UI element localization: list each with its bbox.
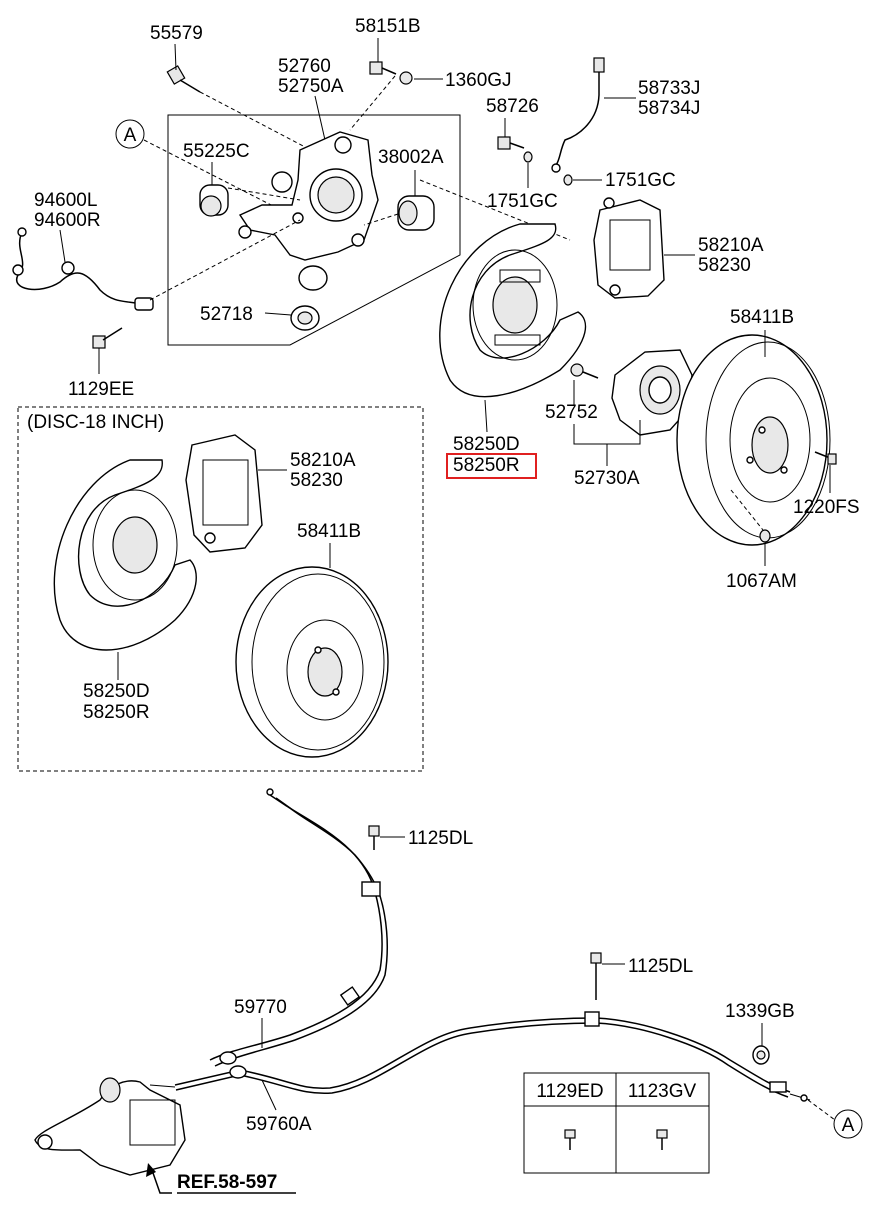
label-55579: 55579: [150, 23, 203, 44]
label-52760: 52760: [278, 56, 331, 77]
knuckle-part[interactable]: [238, 131, 379, 261]
label-38002a: 38002A: [378, 147, 444, 168]
label-1220fs: 1220FS: [793, 497, 860, 518]
bolt-58151b[interactable]: [369, 61, 397, 75]
label-1360gj: 1360GJ: [445, 70, 512, 91]
bolt-1125dl-lower[interactable]: [590, 952, 602, 1000]
bolt-1123gv-icon: [656, 1129, 668, 1150]
callout-a-bottom-label: A: [842, 1115, 855, 1136]
label-58411b-top: 58411B: [730, 307, 794, 328]
rotor-58411b-disc18[interactable]: [235, 566, 389, 758]
rotor-58411b-top[interactable]: [676, 334, 831, 546]
hub-52730a[interactable]: [611, 349, 693, 436]
parking-cable-59770[interactable]: [209, 788, 389, 1067]
parking-lever-assembly[interactable]: [34, 1077, 186, 1176]
backing-plate-58250[interactable]: [439, 223, 587, 398]
label-1751gc-right: 1751GC: [605, 170, 676, 191]
ref-arrow: [146, 1163, 172, 1194]
label-58726: 58726: [486, 96, 539, 117]
callout-a-bottom: A: [833, 1109, 863, 1139]
bushing-38002a[interactable]: [397, 195, 435, 231]
screw-1220fs[interactable]: [814, 451, 837, 465]
grommet-1339gb[interactable]: [752, 1045, 770, 1065]
label-58230: 58230: [698, 255, 751, 276]
table-header-1129ed: 1129ED: [536, 1081, 603, 1102]
highlight-58250r: [446, 453, 537, 479]
label-d58411b: 58411B: [297, 521, 361, 542]
bushing-52718[interactable]: [290, 265, 328, 331]
washer-1751gc-right[interactable]: [563, 174, 573, 186]
washer-1067am[interactable]: [759, 529, 771, 543]
label-55225c: 55225C: [183, 141, 250, 162]
label-d58210a: 58210A: [290, 450, 356, 471]
label-58250d: 58250D: [453, 434, 520, 455]
caliper-58210a[interactable]: [593, 197, 665, 299]
table-header-1123gv: 1123GV: [628, 1081, 697, 1102]
label-52730a: 52730A: [574, 468, 640, 489]
label-59760a: 59760A: [246, 1114, 312, 1135]
label-58733j: 58733J: [638, 78, 700, 99]
bolt-1129ed-icon: [564, 1129, 576, 1150]
ref-58-597[interactable]: REF.58-597: [177, 1172, 277, 1193]
bushing-55225c[interactable]: [199, 184, 229, 217]
label-1751gc-left: 1751GC: [487, 191, 558, 212]
label-52752: 52752: [545, 402, 598, 423]
label-58210a: 58210A: [698, 235, 764, 256]
label-d58250d: 58250D: [83, 681, 150, 702]
backing-plate-58250-disc18[interactable]: [53, 459, 197, 651]
caliper-58210a-disc18[interactable]: [185, 434, 263, 553]
label-58734j: 58734J: [638, 98, 700, 119]
bolt-1129ee[interactable]: [92, 327, 123, 349]
bolt-52752[interactable]: [570, 363, 599, 379]
label-1129ee: 1129EE: [68, 379, 134, 400]
nut-1360gj[interactable]: [399, 71, 413, 85]
knuckle-group-box: [167, 114, 461, 346]
label-52718: 52718: [200, 304, 253, 325]
label-d58230: 58230: [290, 470, 343, 491]
label-52750a: 52750A: [278, 76, 344, 97]
label-59770: 59770: [234, 997, 287, 1018]
callout-a-top-label: A: [124, 125, 137, 146]
label-94600r: 94600R: [34, 210, 101, 231]
bolt-1125dl-upper[interactable]: [368, 825, 380, 850]
label-1125dl-upper: 1125DL: [408, 828, 473, 849]
bolt-58726[interactable]: [497, 136, 525, 150]
disc-18-title: (DISC-18 INCH): [27, 412, 164, 433]
label-1125dl-lower: 1125DL: [628, 956, 693, 977]
label-1339gb: 1339GB: [725, 1001, 795, 1022]
abs-sensor-94600[interactable]: [12, 219, 301, 311]
parking-cable-59760a[interactable]: [174, 1011, 836, 1121]
label-1067am: 1067AM: [726, 571, 797, 592]
label-94600l: 94600L: [34, 190, 97, 211]
label-58250r: 58250R: [453, 455, 520, 476]
fastener-table: 1129ED 1123GV: [523, 1072, 710, 1174]
label-58151b: 58151B: [355, 16, 421, 37]
label-d58250r: 58250R: [83, 702, 150, 723]
brake-hose-58733j[interactable]: [551, 57, 605, 173]
washer-1751gc-left[interactable]: [523, 151, 533, 163]
